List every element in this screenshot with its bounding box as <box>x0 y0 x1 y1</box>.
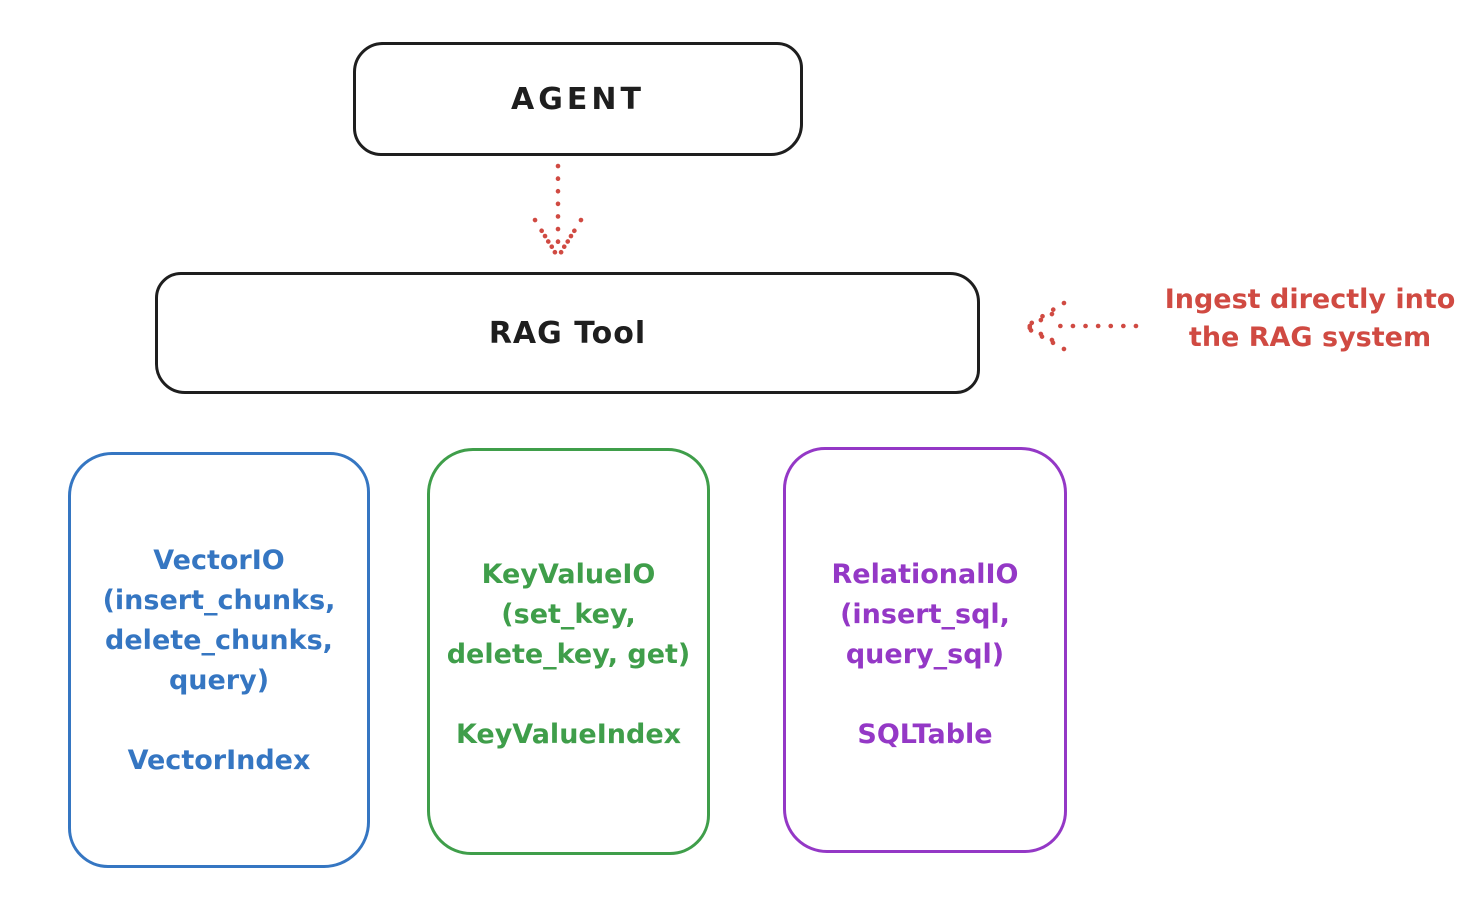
agent-node: AGENT <box>353 42 803 156</box>
node-line: (insert_sql, <box>840 599 1010 630</box>
key-value-index-label: KeyValueIndex <box>455 719 682 750</box>
ingest-annotation-line1: Ingest directly into <box>1164 284 1456 315</box>
node-line: query) <box>168 665 270 696</box>
sql-table-label: SQLTable <box>857 719 993 750</box>
key-value-io-node: KeyValueIO (set_key, delete_key, get) Ke… <box>427 448 710 855</box>
rag-tool-node: RAG Tool <box>155 272 980 394</box>
node-line: (set_key, <box>501 599 636 630</box>
node-line: RelationalIO <box>831 559 1019 590</box>
ingest-left-arrow-icon <box>1022 300 1139 352</box>
vector-index-label: VectorIndex <box>127 745 311 776</box>
node-line: delete_key, get) <box>446 639 691 670</box>
node-line: (insert_chunks, <box>102 585 336 616</box>
node-line: KeyValueIO <box>481 559 656 590</box>
ingest-annotation: Ingest directly into the RAG system <box>1140 281 1480 357</box>
ingest-annotation-line2: the RAG system <box>1188 322 1432 353</box>
node-line: query_sql) <box>845 639 1005 670</box>
node-line: VectorIO <box>153 545 285 576</box>
agent-to-rag-arrow-icon <box>532 163 584 258</box>
node-line: delete_chunks, <box>105 625 333 656</box>
vector-io-node: VectorIO (insert_chunks, delete_chunks, … <box>68 452 370 868</box>
agent-label: AGENT <box>511 81 645 117</box>
rag-tool-label: RAG Tool <box>488 315 647 351</box>
relational-io-node: RelationalIO (insert_sql, query_sql) SQL… <box>783 447 1067 853</box>
